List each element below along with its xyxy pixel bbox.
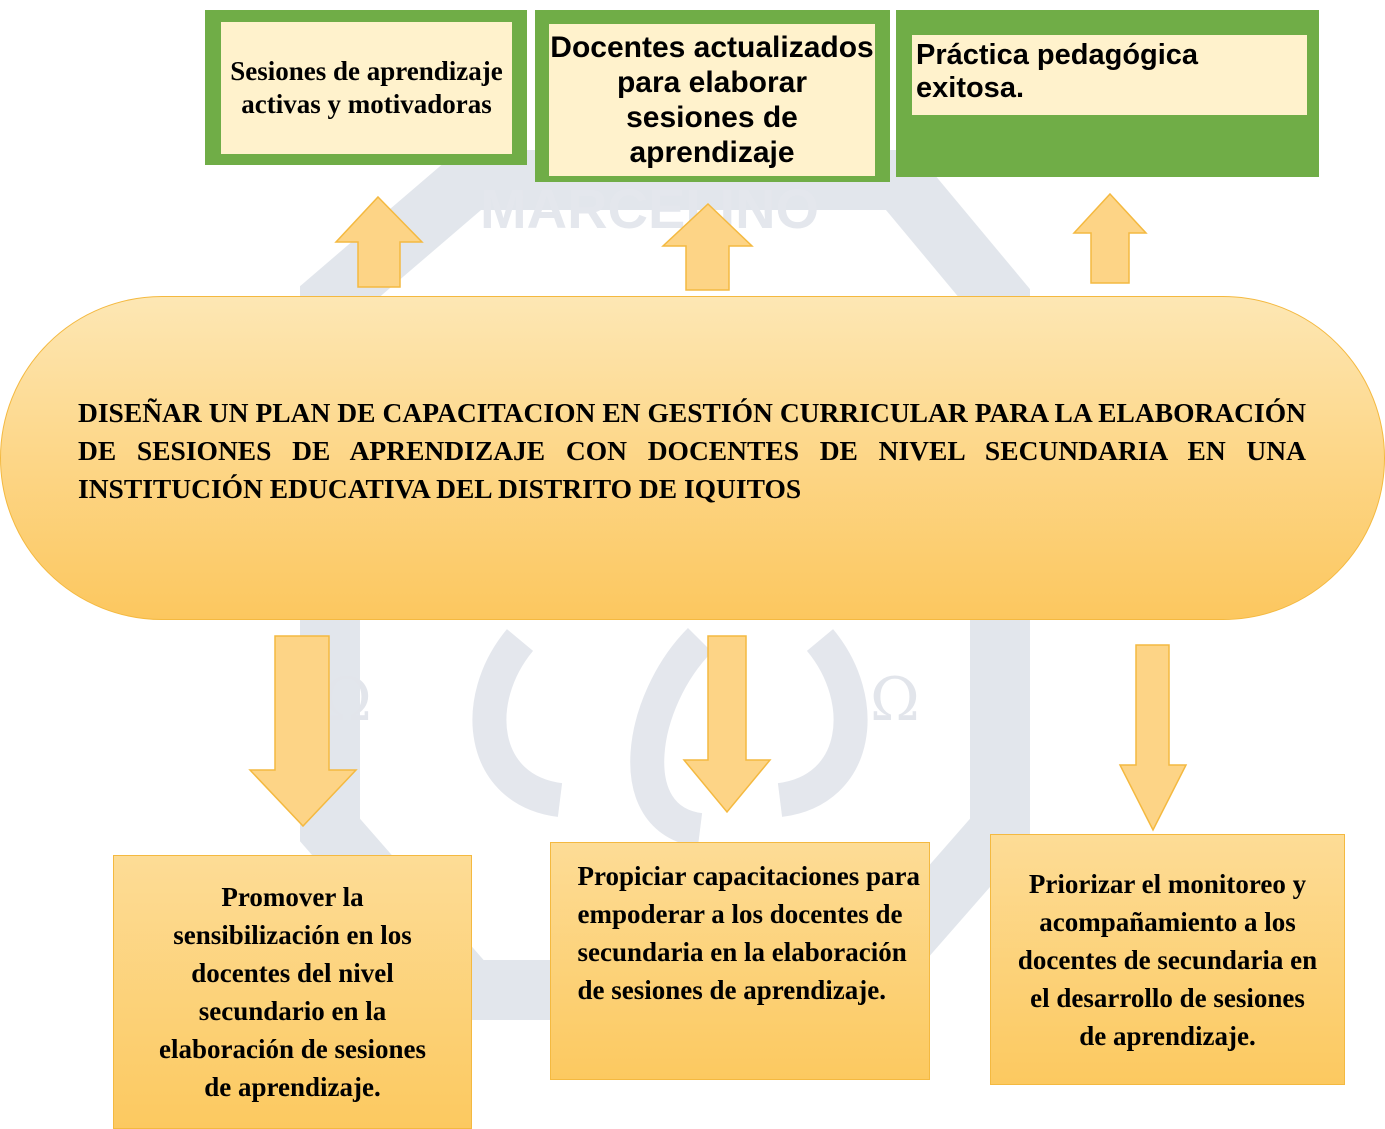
strategy-box-3: Priorizar el monitoreo y acompañamiento … <box>990 834 1345 1085</box>
objective-text: DISEÑAR UN PLAN DE CAPACITACION EN GESTI… <box>78 397 1306 504</box>
down-arrow-1-icon <box>248 635 358 828</box>
down-arrow-2-icon <box>682 635 772 814</box>
outcome-text-3: Práctica pedagógica exitosa. <box>912 35 1307 115</box>
strategy-text-1: Promover la sensibilización en los docen… <box>159 882 426 1102</box>
strategy-text-2: Propiciar capacitaciones para empoderar … <box>577 861 920 1005</box>
up-arrow-1-icon <box>334 195 424 288</box>
omega-left-icon: Ω <box>322 665 372 735</box>
watermark-text: MARCELINO <box>480 177 819 240</box>
outcome-box-1: Sesiones de aprendizaje activas y motiva… <box>205 10 527 165</box>
up-arrow-3-icon <box>1072 192 1148 284</box>
strategy-box-2: Propiciar capacitaciones para empoderar … <box>550 842 930 1080</box>
up-arrow-2-icon <box>661 202 754 291</box>
outcome-box-2: Docentes actualizados para elaborar sesi… <box>535 10 890 182</box>
outcome-box-3: Práctica pedagógica exitosa. <box>896 10 1319 177</box>
down-arrow-3-icon <box>1118 644 1188 832</box>
objective-shape <box>0 296 1385 620</box>
outcome-text-1: Sesiones de aprendizaje activas y motiva… <box>221 22 512 154</box>
strategy-text-3: Priorizar el monitoreo y acompañamiento … <box>1017 868 1318 1051</box>
strategy-box-1: Promover la sensibilización en los docen… <box>113 855 472 1129</box>
omega-right-icon: Ω <box>870 665 920 735</box>
outcome-text-2: Docentes actualizados para elaborar sesi… <box>549 24 875 176</box>
